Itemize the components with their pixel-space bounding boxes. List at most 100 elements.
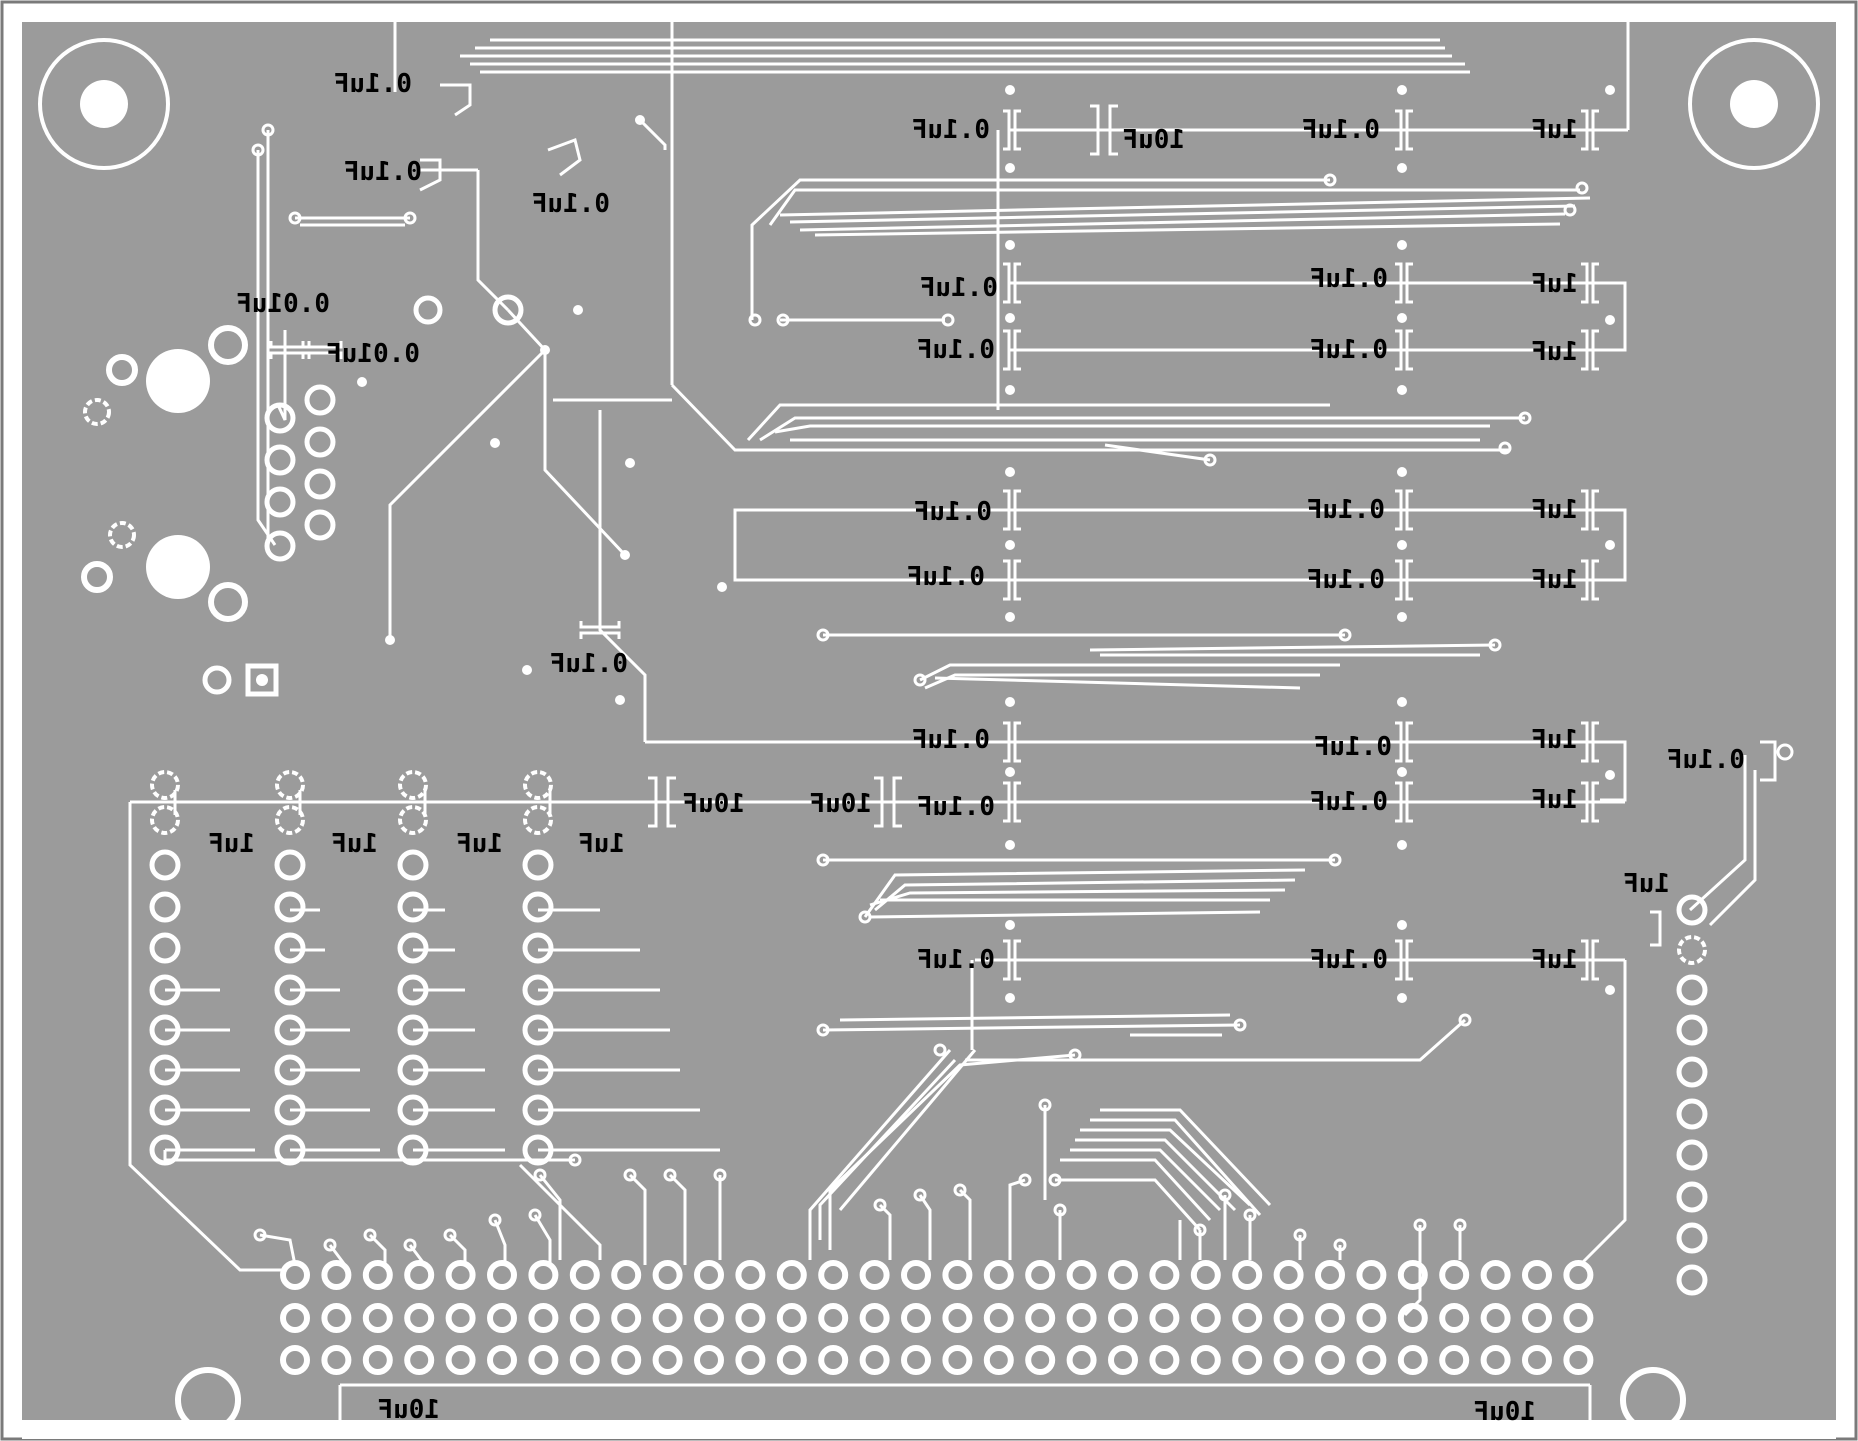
cap-label: 0.1uF — [1314, 732, 1392, 762]
connector-pin — [280, 1260, 310, 1290]
connector-pin — [487, 1260, 517, 1290]
connector-pin — [528, 1345, 559, 1375]
mounting-hole-bottom-right — [1620, 1367, 1686, 1433]
connector-pin — [1066, 1260, 1097, 1290]
left-connector — [81, 294, 524, 697]
cap-label: 0.1uF — [344, 157, 422, 187]
cap-label: 1uF — [1531, 269, 1578, 299]
mounting-hole-bottom-left — [175, 1367, 241, 1433]
mounting-hole-top-left — [38, 38, 170, 170]
copper-traces — [128, 22, 1757, 1420]
connector-pin — [569, 1345, 600, 1375]
cap-label: 1uF — [1531, 725, 1578, 755]
vias — [357, 85, 1615, 1003]
connector-pin — [404, 1345, 435, 1375]
connector-pin — [901, 1345, 931, 1375]
connector-pin — [321, 1260, 352, 1290]
connector-pin — [652, 1345, 683, 1375]
cap-label: 0.1uF — [907, 562, 985, 592]
cap-label: 1uF — [1531, 115, 1578, 145]
connector-pin — [1480, 1303, 1511, 1333]
connector-pin — [362, 1260, 393, 1290]
connector-pin — [694, 1260, 724, 1290]
cap-label: 10uF — [1122, 125, 1185, 155]
connector-pin — [1356, 1260, 1387, 1290]
connector-pin — [1149, 1260, 1180, 1290]
connector-pin — [1315, 1345, 1345, 1375]
connector-pin — [694, 1303, 724, 1333]
cap-label: 0.1uF — [1310, 945, 1388, 975]
connector-pin — [818, 1345, 849, 1375]
connector-pin — [321, 1303, 352, 1333]
connector-pin — [362, 1345, 393, 1375]
cap-label: 0.1uF — [1310, 787, 1388, 817]
connector-pin — [1480, 1260, 1511, 1290]
connector-pin — [1273, 1345, 1304, 1375]
connector-pin — [983, 1260, 1014, 1290]
cap-label: 0.1uF — [334, 69, 412, 99]
cap-label: 0.1uF — [912, 725, 990, 755]
connector-pin — [487, 1303, 517, 1333]
cap-label: 0.1uF — [917, 792, 995, 822]
connector-pin — [1025, 1260, 1056, 1290]
cap-label: 0.01uF — [236, 289, 330, 319]
silkscreen-labels: 0.1uF 0.1uF 0.1uF 0.01uF 0.01uF 0.1uF 0.… — [208, 69, 1745, 1427]
connector-pin — [735, 1303, 766, 1333]
connector-pin — [1232, 1260, 1263, 1290]
connector-pin — [694, 1345, 724, 1375]
cap-label: 1uF — [1531, 945, 1578, 975]
cap-label: 0.1uF — [920, 273, 998, 303]
connector-pin — [1108, 1303, 1138, 1333]
connector-pin — [487, 1345, 517, 1375]
connector-pin — [1273, 1303, 1304, 1333]
connector-pin — [1563, 1345, 1594, 1375]
connector-pin — [942, 1345, 973, 1375]
connector-pin — [280, 1303, 310, 1333]
cap-label: 10uF — [1473, 1397, 1536, 1427]
cap-label: 0.1uF — [912, 115, 990, 145]
cap-label: 1uF — [331, 829, 378, 859]
cap-label: 1uF — [1623, 869, 1670, 899]
cap-label: 0.1uF — [917, 945, 995, 975]
cap-label: 1uF — [1531, 785, 1578, 815]
cap-label: 1uF — [578, 829, 625, 859]
board-substrate — [22, 22, 1836, 1420]
cap-label: 0.1uF — [914, 497, 992, 527]
connector-pin — [1232, 1345, 1263, 1375]
cap-label: 1uF — [208, 829, 255, 859]
connector-pin — [445, 1303, 476, 1333]
connector-pin — [942, 1303, 973, 1333]
cap-label: 1uF — [1531, 337, 1578, 367]
cap-label: 1uF — [456, 829, 503, 859]
mounting-hole-top-right — [1688, 38, 1820, 170]
connector-pin — [445, 1260, 476, 1290]
connector-pin — [1522, 1345, 1552, 1375]
bottom-connector — [280, 1260, 1594, 1375]
connector-pin — [321, 1345, 352, 1375]
connector-pin — [1025, 1303, 1056, 1333]
connector-pin — [1149, 1345, 1180, 1375]
connector-pin — [776, 1345, 807, 1375]
connector-pin — [1066, 1303, 1097, 1333]
connector-pin — [942, 1260, 973, 1290]
pin-header-columns — [152, 770, 551, 1163]
connector-pin — [1563, 1303, 1594, 1333]
connector-pin — [652, 1303, 683, 1333]
connector-pin — [859, 1303, 890, 1333]
connector-pin — [404, 1260, 435, 1290]
connector-pin — [735, 1260, 766, 1290]
connector-pin — [776, 1260, 807, 1290]
connector-pin — [1439, 1303, 1470, 1333]
cap-label: 0.1uF — [1307, 565, 1385, 595]
connector-pin — [445, 1345, 476, 1375]
connector-pin — [569, 1303, 600, 1333]
connector-pin — [859, 1345, 890, 1375]
connector-pin — [1273, 1260, 1304, 1290]
connector-pin — [1522, 1303, 1552, 1333]
connector-pin — [1397, 1345, 1428, 1375]
cap-label: 0.1uF — [1667, 745, 1745, 775]
cap-label: 0.01uF — [326, 339, 420, 369]
connector-pin — [1108, 1345, 1138, 1375]
connector-pin — [983, 1345, 1014, 1375]
